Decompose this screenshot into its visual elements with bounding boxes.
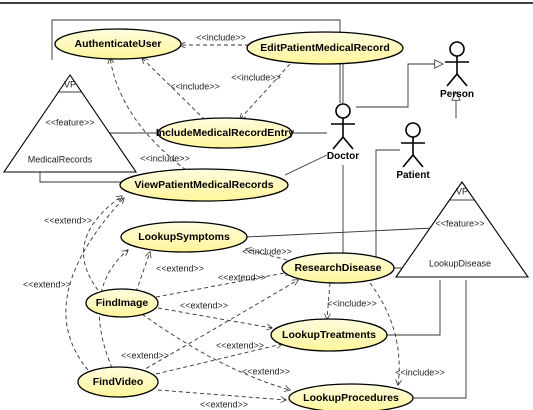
medical-records-frame-bottom: [39, 170, 140, 183]
use-case-find-video[interactable]: FindVideo: [77, 366, 159, 398]
include-research-symptoms: [246, 249, 295, 263]
label-include-view-auth: <<include>>: [140, 153, 190, 163]
assoc-patient: [375, 149, 400, 260]
label-include-edit-entry: <<include>>: [231, 72, 281, 82]
use-case-find-video-label: FindVideo: [93, 376, 144, 388]
use-case-lookup-treatments[interactable]: LookupTreatments: [270, 318, 388, 352]
extend-image-symptoms: [135, 252, 150, 293]
extend-video-research: [139, 280, 298, 373]
actor-person-label: Person: [440, 89, 474, 100]
actor-person[interactable]: Person: [440, 41, 474, 100]
label-extend-video-treatments: <<extend>>: [216, 340, 264, 350]
extend-video-treatments: [155, 344, 282, 375]
label-include-research-symptoms: <<include>>: [242, 246, 292, 256]
extend-video-procedures: [157, 389, 286, 400]
vp-lookup-disease-name: LookupDisease: [429, 258, 491, 268]
use-case-include-medical-record-entry[interactable]: IncludeMedicalRecordEntry: [156, 117, 294, 149]
vp-medical-records-feature: <<feature>>: [45, 117, 94, 127]
vp-lookup-disease: VP <<feature>> LookupDisease: [394, 181, 530, 278]
actor-patient[interactable]: Patient: [396, 122, 430, 181]
label-extend-video-procedures: <<extend>>: [200, 399, 248, 409]
label-include-edit-auth: <<include>>: [196, 32, 246, 42]
assoc-lookup-disease-treatments: [374, 280, 441, 336]
use-case-lookup-treatments-label: LookupTreatments: [282, 329, 376, 341]
use-case-research-disease-label: ResearchDisease: [295, 262, 382, 274]
use-case-lookup-procedures-label: LookupProcedures: [303, 392, 399, 404]
use-case-find-image[interactable]: FindImage: [85, 288, 159, 318]
assoc-lookup-disease-symptoms: [245, 227, 434, 238]
label-extend-image-research: <<extend>>: [218, 272, 266, 282]
use-case-authenticate-user[interactable]: AuthenticateUser: [54, 28, 182, 60]
use-case-find-image-label: FindImage: [96, 297, 149, 309]
label-extend-video-research: <<extend>>: [121, 350, 169, 360]
vp-lookup-disease-feature: <<feature>>: [435, 218, 484, 228]
generalize-doctor-person: [356, 64, 443, 108]
use-case-view-patient-medical-records-label: ViewPatientMedicalRecords: [134, 179, 273, 191]
relationships: [39, 19, 467, 400]
vp-medical-records-name: MedicalRecords: [28, 154, 93, 164]
actor-doctor-label: Doctor: [327, 151, 359, 162]
include-view-auth: [110, 58, 187, 171]
use-case-lookup-symptoms[interactable]: LookupSymptoms: [120, 221, 248, 253]
label-extend-image-procedures: <<extend>>: [242, 366, 290, 376]
include-edit-entry: [240, 63, 291, 119]
include-research-treatments: [327, 282, 330, 319]
use-case-lookup-procedures[interactable]: LookupProcedures: [288, 383, 414, 410]
vp-medical-records-vp: VP: [64, 79, 76, 89]
label-extend-video-view: <<extend>>: [23, 279, 71, 289]
extend-image-view: [83, 196, 122, 291]
vp-medical-records-triangle: [2, 74, 138, 173]
label-extend-image-treatments: <<extend>>: [180, 300, 228, 310]
assoc-lookup-disease-procedures: [412, 280, 467, 399]
vp-medical-records: VP <<feature>> MedicalRecords: [2, 74, 138, 173]
label-include-research-treatments: <<include>>: [327, 298, 377, 308]
extend-image-treatments: [157, 307, 272, 328]
label-extend-image-symptoms: <<extend>>: [156, 263, 204, 273]
vp-lookup-disease-triangle: [394, 181, 530, 278]
extend-image-procedures: [141, 313, 290, 390]
label-include-research-procedures: <<include>>: [395, 367, 445, 377]
use-case-view-patient-medical-records[interactable]: ViewPatientMedicalRecords: [119, 168, 289, 202]
include-entry-auth: [142, 58, 206, 121]
vp-lookup-disease-vp: VP: [456, 186, 468, 196]
use-case-research-disease[interactable]: ResearchDisease: [281, 252, 395, 284]
use-case-edit-patient-medical-record[interactable]: EditPatientMedicalRecord: [246, 31, 404, 65]
use-case-authenticate-user-label: AuthenticateUser: [75, 38, 162, 50]
use-case-lookup-symptoms-label: LookupSymptoms: [138, 231, 230, 243]
use-case-edit-patient-medical-record-label: EditPatientMedicalRecord: [260, 42, 390, 54]
extend-image-research: [155, 272, 290, 298]
label-extend-image-view: <<extend>>: [44, 215, 92, 225]
use-case-include-medical-record-entry-label: IncludeMedicalRecordEntry: [156, 127, 294, 139]
label-include-entry-auth: <<include>>: [170, 81, 220, 91]
actor-patient-label: Patient: [396, 170, 430, 181]
actor-doctor[interactable]: Doctor: [327, 103, 359, 162]
relationship-labels: <<include>> <<include>> <<include>> <<in…: [23, 32, 445, 409]
extend-video-view: [65, 198, 124, 371]
assoc-doctor-view: [284, 154, 328, 176]
